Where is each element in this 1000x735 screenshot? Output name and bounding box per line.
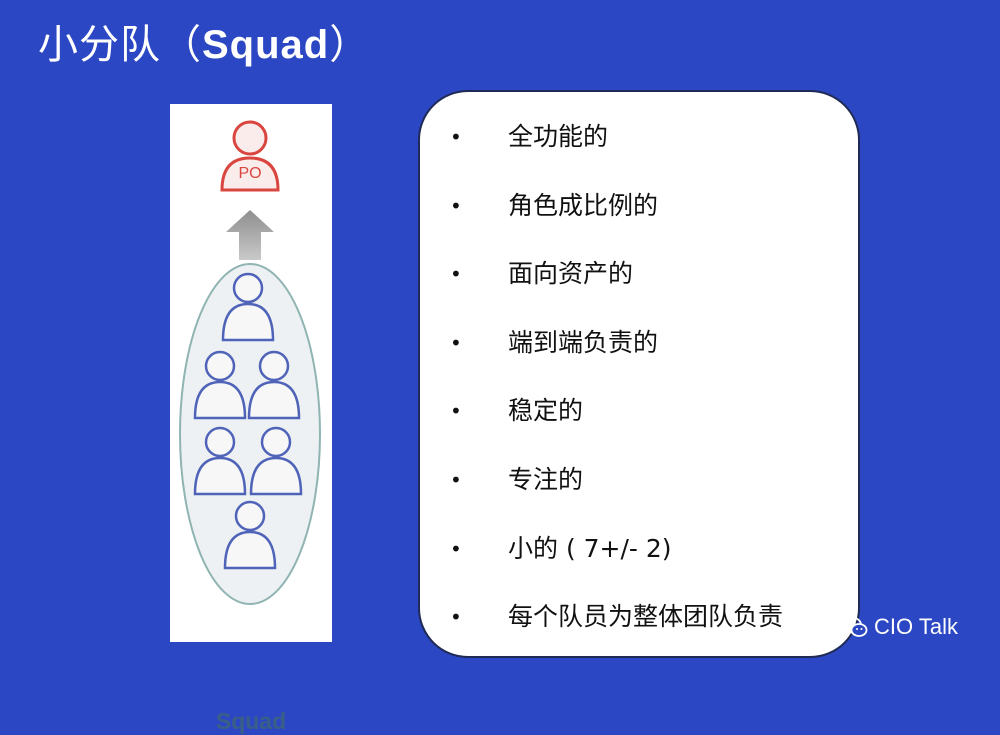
squad-label: Squad	[215, 708, 287, 734]
member-icon	[247, 350, 301, 420]
member-icon	[221, 272, 275, 342]
bullet-icon: •	[450, 193, 462, 218]
list-item: • 端到端负责的	[420, 316, 858, 385]
title-paren-open: （	[161, 22, 202, 68]
list-item-text: 面向资产的	[508, 259, 634, 289]
title-paren-close: ）	[329, 22, 371, 68]
characteristics-list: • 全功能的 • 角色成比例的 • 面向资产的 • 端到端负责的 • 稳定的 • 专注的 •…	[420, 110, 858, 659]
list-item: • 每个队员为整体团队负责	[420, 590, 858, 659]
list-item-text: 端到端负责的	[508, 327, 659, 357]
title-english: Squad	[202, 23, 330, 67]
list-item: • 小的 ( 7+/- 2)	[420, 522, 858, 591]
list-item-text: 专注的	[508, 464, 584, 494]
list-item: • 稳定的	[420, 384, 858, 453]
squad-illustration: PO	[179, 120, 321, 605]
bullet-icon: •	[450, 125, 462, 149]
product-owner-icon: PO	[220, 120, 280, 192]
member-icon	[223, 500, 277, 570]
list-item: • 角色成比例的	[420, 179, 858, 248]
list-item-text: 稳定的	[508, 396, 584, 426]
bullet-icon: •	[450, 536, 462, 561]
list-item: • 面向资产的	[420, 247, 858, 316]
list-item-text: 全功能的	[508, 122, 609, 151]
bullet-icon: •	[450, 330, 462, 355]
po-label: PO	[238, 165, 261, 182]
bullet-icon: •	[450, 262, 462, 287]
up-arrow-icon	[226, 210, 274, 260]
list-item: • 全功能的	[420, 110, 858, 179]
bullet-icon: •	[450, 605, 462, 630]
bullet-icon: •	[450, 467, 462, 492]
list-item-text: 小的 ( 7+/- 2)	[508, 533, 672, 563]
member-icon	[193, 350, 247, 420]
list-item: • 专注的	[420, 453, 858, 522]
member-icon	[193, 426, 247, 496]
squad-diagram: PO Squad	[170, 104, 332, 734]
member-icon	[249, 426, 303, 496]
slide-title: 小分队（Squad）	[38, 12, 370, 70]
wechat-icon	[842, 616, 868, 637]
list-item-text: 每个队员为整体团队负责	[508, 602, 784, 632]
title-chinese: 小分队	[38, 22, 161, 68]
list-item-text: 角色成比例的	[508, 190, 659, 220]
watermark: CIO Talk	[842, 614, 958, 640]
bullet-icon: •	[450, 399, 462, 424]
squad-ellipse	[179, 263, 321, 605]
characteristics-card: • 全功能的 • 角色成比例的 • 面向资产的 • 端到端负责的 • 稳定的 • 专注的 •…	[418, 90, 860, 658]
watermark-text: CIO Talk	[874, 614, 958, 639]
